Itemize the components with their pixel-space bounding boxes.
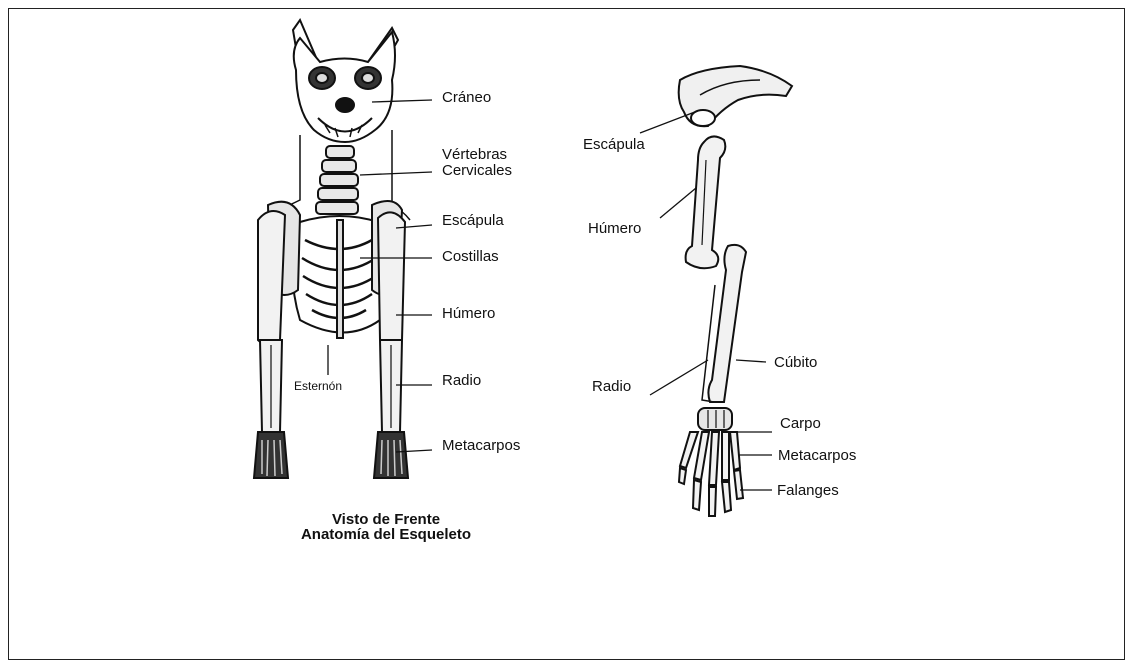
label-carpo: Carpo	[780, 415, 821, 432]
label-escapula-limb: Escápula	[583, 136, 645, 153]
label-humero-limb: Húmero	[588, 220, 641, 237]
front-view-caption: Visto de Frente Anatomía del Esqueleto	[236, 512, 536, 542]
ulna-bone	[708, 245, 746, 402]
label-craneo: Cráneo	[442, 89, 491, 106]
caption-line-2: Anatomía del Esqueleto	[236, 527, 536, 542]
label-vertebras-line1: Vértebras	[442, 146, 507, 163]
caption-line-1: Visto de Frente	[236, 512, 536, 527]
foreleg-bones	[679, 66, 792, 516]
label-radio-front: Radio	[442, 372, 481, 389]
label-esternon: Esternón	[294, 378, 342, 395]
dog-front-skeleton	[254, 20, 410, 478]
metacarpal-bones	[680, 432, 740, 485]
carpal-bones	[698, 408, 732, 430]
humerus-bone	[686, 136, 726, 268]
label-vertebras-line2: Cervicales	[442, 162, 512, 179]
label-escapula-front: Escápula	[442, 212, 504, 229]
skull	[294, 32, 395, 142]
cervical-vertebrae	[316, 146, 358, 214]
label-metacarpos-front: Metacarpos	[442, 437, 520, 454]
left-humerus	[258, 211, 285, 346]
label-cubito: Cúbito	[774, 354, 817, 371]
label-costillas: Costillas	[442, 248, 499, 265]
front-paws	[254, 432, 408, 478]
label-falanges: Falanges	[777, 482, 839, 499]
label-radio-limb: Radio	[592, 378, 631, 395]
label-humero-front: Húmero	[442, 305, 495, 322]
label-metacarpos-limb: Metacarpos	[778, 447, 856, 464]
right-humerus	[378, 212, 405, 346]
sternum	[337, 220, 343, 338]
